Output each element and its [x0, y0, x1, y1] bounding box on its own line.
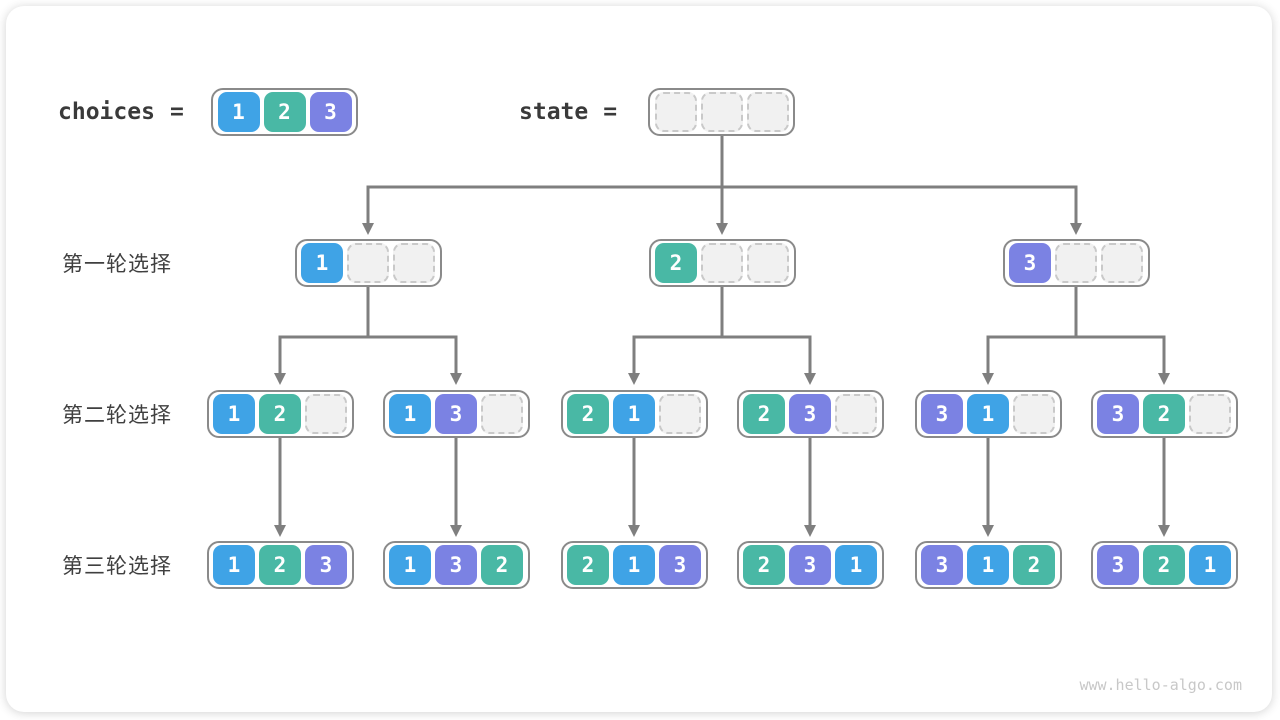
value-tile: 1 [213, 394, 255, 434]
empty-slot [700, 92, 743, 132]
value-tile: 2 [655, 243, 697, 283]
choices-label: choices = [58, 88, 184, 136]
value-tile: 3 [789, 545, 831, 585]
empty-slot [701, 243, 743, 283]
value-tile: 3 [435, 394, 477, 434]
empty-slot [1013, 394, 1055, 434]
value-tile: 1 [613, 545, 655, 585]
value-tile: 3 [1097, 394, 1139, 434]
state-label-text: state [519, 99, 589, 125]
value-tile: 2 [743, 545, 785, 585]
choices-label-text: choices [58, 99, 155, 125]
value-tile: 2 [1013, 545, 1055, 585]
value-tile: 1 [967, 545, 1009, 585]
empty-slot [1055, 243, 1097, 283]
value-tile: 3 [1009, 243, 1051, 283]
empty-slot [654, 92, 697, 132]
state-label: state = [519, 88, 617, 136]
arrow-lines [274, 136, 1170, 537]
value-tile: 1 [213, 545, 255, 585]
empty-slot [659, 394, 701, 434]
value-tile: 2 [259, 394, 301, 434]
value-tile: 1 [217, 92, 260, 132]
empty-slot [481, 394, 523, 434]
value-tile: 3 [305, 545, 347, 585]
value-tile: 1 [389, 394, 431, 434]
value-tile: 3 [921, 394, 963, 434]
watermark: www.hello-algo.com [1079, 676, 1242, 694]
value-tile: 3 [1097, 545, 1139, 585]
value-tile: 2 [1143, 394, 1185, 434]
value-tile: 1 [301, 243, 343, 283]
state-box: 2 [648, 239, 796, 287]
empty-slot [1189, 394, 1231, 434]
equals-sign: = [603, 99, 618, 125]
equals-sign: = [169, 99, 184, 125]
value-tile: 3 [789, 394, 831, 434]
state-box: 1 [294, 239, 442, 287]
empty-slot [835, 394, 877, 434]
state-box-root [648, 88, 795, 136]
value-tile: 3 [435, 545, 477, 585]
empty-slot [746, 92, 789, 132]
empty-slot [305, 394, 347, 434]
state-box: 3 [1002, 239, 1150, 287]
value-tile: 3 [659, 545, 701, 585]
empty-slot [347, 243, 389, 283]
value-tile: 2 [263, 92, 306, 132]
round-3-label: 第三轮选择 [62, 555, 172, 578]
round-2-label: 第二轮选择 [62, 404, 172, 427]
value-tile: 2 [743, 394, 785, 434]
choices-box: 1 2 3 [211, 88, 358, 136]
empty-slot [393, 243, 435, 283]
value-tile: 1 [613, 394, 655, 434]
value-tile: 1 [1189, 545, 1231, 585]
value-tile: 3 [921, 545, 963, 585]
value-tile: 2 [567, 394, 609, 434]
value-tile: 2 [481, 545, 523, 585]
empty-slot [747, 243, 789, 283]
value-tile: 2 [1143, 545, 1185, 585]
round-1-label: 第一轮选择 [62, 253, 172, 276]
value-tile: 2 [259, 545, 301, 585]
value-tile: 1 [967, 394, 1009, 434]
empty-slot [1101, 243, 1143, 283]
value-tile: 1 [835, 545, 877, 585]
value-tile: 1 [389, 545, 431, 585]
value-tile: 2 [567, 545, 609, 585]
value-tile: 3 [309, 92, 352, 132]
